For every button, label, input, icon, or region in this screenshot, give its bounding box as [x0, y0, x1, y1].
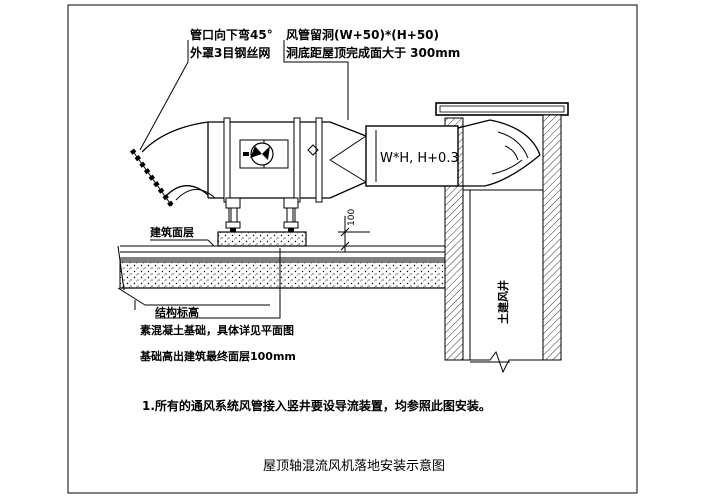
concrete-base: [217, 231, 307, 247]
shaft-structure: [435, 102, 569, 374]
concrete-base-label: 素混凝土基础，具体详见平面图: [140, 323, 294, 337]
leader-lines: [117, 40, 349, 319]
installation-note: 1.所有的通风系统风管接入竖井要设导流装置，均参照此图安装。: [142, 398, 491, 413]
structural-elevation-label: 结构标高: [154, 305, 199, 319]
base-height-label: 基础高出建筑最终面层100mm: [139, 349, 296, 363]
pipe-outlet-label-2: 外罩3目钢丝网: [190, 45, 270, 60]
duct-size-label: W*H, H+0.3: [380, 151, 459, 166]
shaft-label: 土建风井: [496, 280, 510, 324]
duct-opening-label-1: 风管留洞(W+50)*(H+50): [286, 27, 439, 42]
duct-opening-label-2: 洞底距屋顶完成面大于 300mm: [286, 45, 460, 60]
pipe-outlet-label-1: 管口向下弯45°: [190, 27, 273, 42]
dimension-marker: [338, 216, 370, 252]
fan-duct-assembly: [141, 117, 541, 203]
building-surface-label: 建筑面层: [150, 225, 194, 239]
fan-supports: [225, 197, 299, 232]
dimension-100-label: 100: [347, 209, 357, 226]
roof-slab: [117, 245, 446, 291]
drawing-frame: [67, 4, 638, 494]
diagram-title: 屋顶轴混流风机落地安装示意图: [263, 458, 445, 474]
outlet-mesh-screen: [129, 148, 175, 208]
